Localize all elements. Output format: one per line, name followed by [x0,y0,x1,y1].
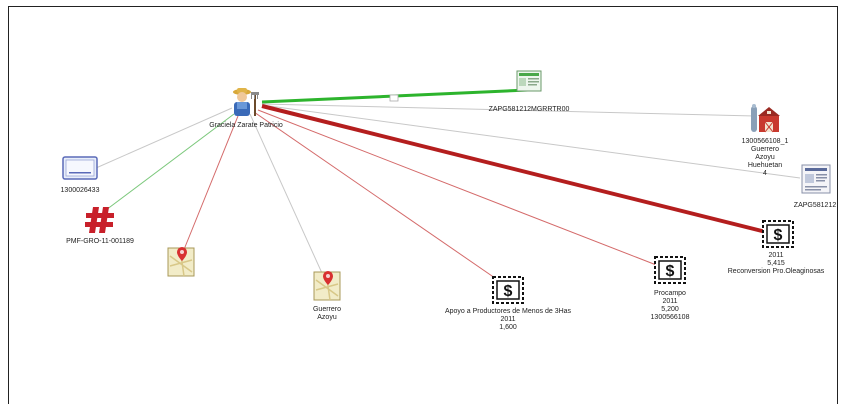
map2-node[interactable] [312,270,342,302]
map1-node[interactable] [166,246,196,278]
curp-node[interactable] [516,70,542,92]
edge-to-account [95,107,233,169]
edge-to-pay2 [257,109,665,269]
curp-label: ZAPG581212MGRRTR00 [488,106,570,113]
edge-to-map2 [249,113,327,283]
farmer-person-icon [233,88,259,116]
edge-to-farm [261,103,756,117]
svg-text:$: $ [774,227,783,244]
map-pin-icon [313,271,341,301]
payment3-node[interactable]: $ [762,220,794,248]
barn-icon [751,104,780,133]
map2-label: Guerrero Azoyu [312,306,342,321]
hashtag-icon [85,207,114,233]
account-label: 1300026433 [60,187,100,194]
account-node[interactable] [62,156,98,180]
dollar-bill-icon: $ [762,220,794,248]
document-card-icon [516,70,542,92]
payment1-node[interactable]: $ [492,276,524,304]
edge-to-pay1 [253,111,509,288]
dollar-bill-icon: $ [492,276,524,304]
edge-to-pay3 [261,104,771,235]
edge-to-map1 [182,115,239,253]
payment1-label: Apoyo a Productores de Menos de 3Has 201… [444,308,572,331]
center-person-label: Graciela Zarate Patricio [209,122,283,129]
payment3-label: 2011 5,415 Reconversion Pro.Oleaginosas [727,252,825,275]
payment2-label: Procampo 2011 5,200 1300566108 [650,290,690,321]
rfc-label: ZAPG581212 [793,202,837,209]
edge-to-rfc [261,104,801,179]
farm-node[interactable] [750,102,780,134]
pmf-node[interactable] [84,206,116,234]
edge-to-pmf [105,113,235,211]
edge-marker-icon [389,94,399,102]
rfc-node[interactable] [800,164,832,194]
map-pin-icon [167,247,195,277]
dollar-bill-icon: $ [654,256,686,284]
folder-card-icon [62,156,98,180]
svg-text:$: $ [666,263,675,280]
center-person-node[interactable] [227,86,265,120]
farm-label: 1300566108_1 Guerrero Azoyu Huehuetan 4 [741,138,789,177]
payment2-node[interactable]: $ [654,256,686,284]
pmf-label: PMF-GRO-11-001189 [66,238,134,245]
network-graph-canvas [8,6,838,404]
id-document-icon [801,164,831,194]
svg-text:$: $ [504,283,513,300]
